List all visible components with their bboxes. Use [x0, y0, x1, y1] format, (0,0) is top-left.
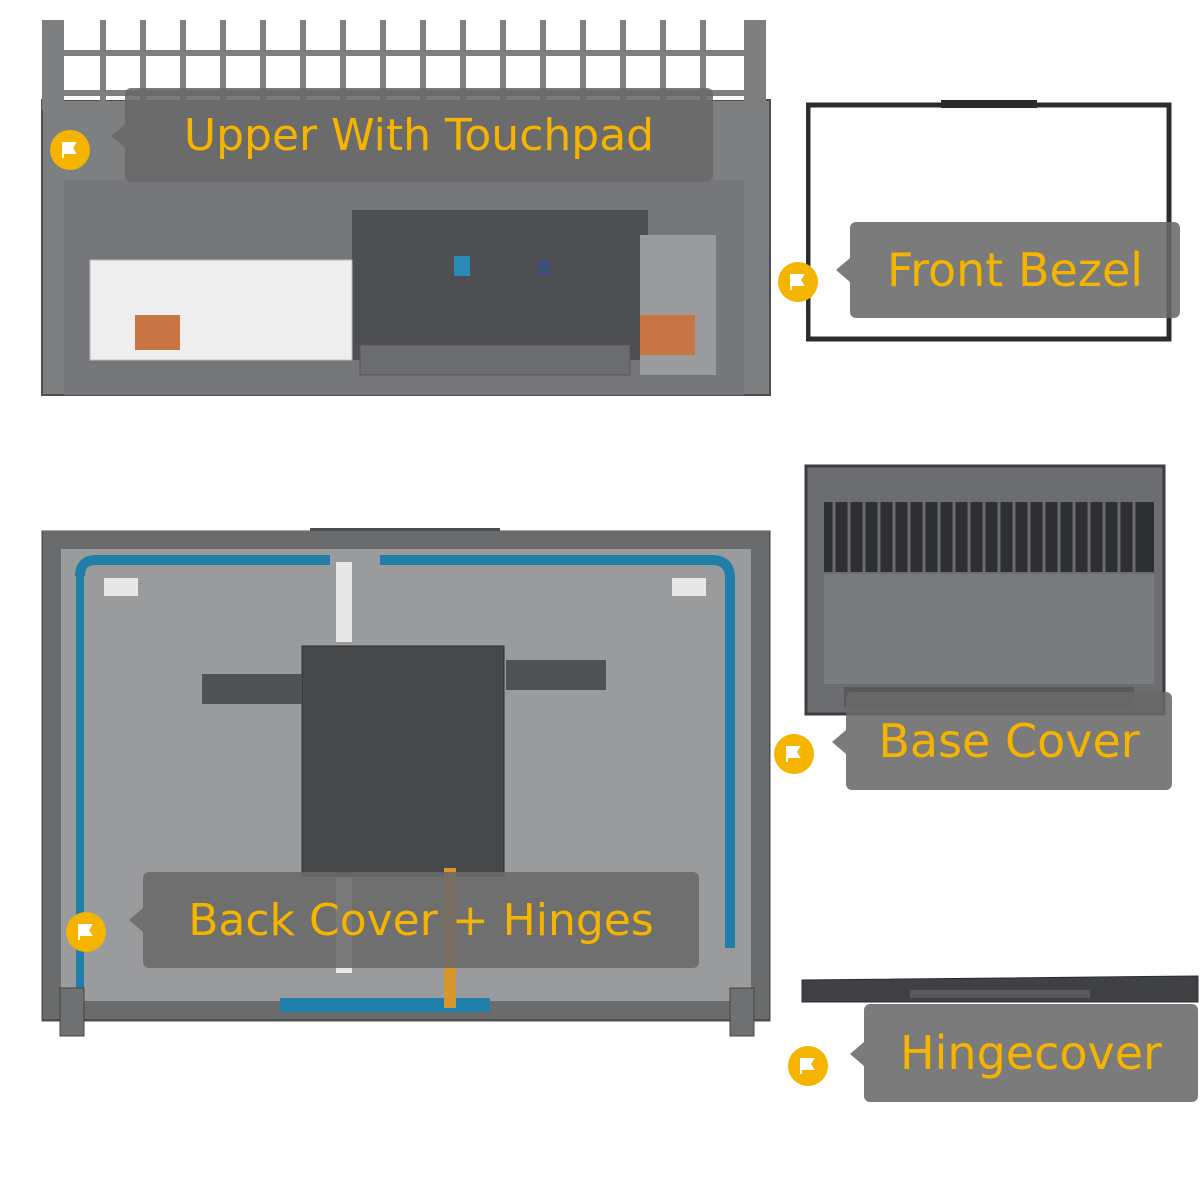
back-cover-label: Back Cover + Hinges — [143, 872, 699, 968]
base-label-pointer — [832, 730, 846, 754]
base-flag-icon — [774, 734, 814, 774]
back-flag-icon — [66, 912, 106, 952]
bezel-flag-icon — [778, 262, 818, 302]
hingecover-image — [800, 968, 1200, 1008]
bezel-label-pointer — [836, 258, 850, 282]
hinge-label-pointer — [850, 1042, 864, 1066]
hinge-flag-icon — [788, 1046, 828, 1086]
base-cover-image — [804, 462, 1168, 718]
front-bezel-label: Front Bezel — [850, 222, 1180, 318]
base-cover-label: Base Cover — [846, 692, 1172, 790]
upper-with-touchpad-image — [40, 20, 775, 398]
upper-with-touchpad-label: Upper With Touchpad — [125, 88, 713, 182]
back-label-pointer — [129, 908, 143, 932]
hingecover-label: Hingecover — [864, 1004, 1198, 1102]
upper-label-pointer — [111, 124, 125, 148]
upper-flag-icon — [50, 130, 90, 170]
